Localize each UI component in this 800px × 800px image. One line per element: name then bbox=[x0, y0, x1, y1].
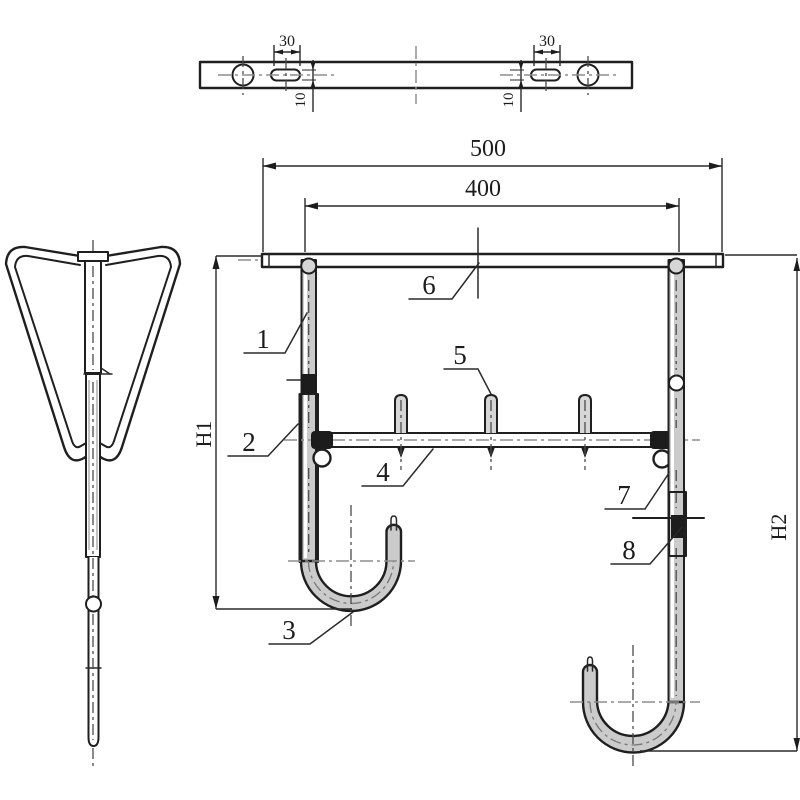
dimension-H2: H2 bbox=[640, 254, 800, 752]
hook-tip-pin bbox=[390, 515, 398, 531]
left-clamp-detail bbox=[301, 374, 317, 394]
label-text-5: 5 bbox=[453, 340, 467, 370]
dim-text-H2: H2 bbox=[766, 514, 791, 541]
part-label-8: 8 bbox=[610, 526, 683, 565]
clamp-part8-block bbox=[671, 515, 684, 538]
left-elbow-joint bbox=[311, 431, 333, 449]
peg-1 bbox=[394, 394, 408, 470]
label-text-6: 6 bbox=[422, 270, 436, 300]
dimension-400: 400 bbox=[304, 176, 680, 252]
dim-text-500: 500 bbox=[470, 136, 506, 162]
dimension-slot-right-30: 30 bbox=[533, 33, 561, 66]
peg-2 bbox=[484, 394, 498, 470]
wishbone-left-arm-inner bbox=[14, 254, 94, 449]
right-rod-dome-cap bbox=[667, 257, 685, 275]
part-label-6: 6 bbox=[408, 262, 480, 300]
left-joint-circle bbox=[312, 448, 332, 468]
part-label-4: 4 bbox=[361, 448, 434, 487]
front-view bbox=[238, 227, 725, 766]
side-view-joint-circle bbox=[85, 595, 102, 613]
peg-3 bbox=[578, 394, 592, 470]
dim-text-30-left: 30 bbox=[279, 33, 295, 50]
dim-text-10-right: 10 bbox=[501, 93, 517, 108]
top-view bbox=[198, 46, 634, 104]
part-label-1: 1 bbox=[243, 312, 308, 354]
part-label-2: 2 bbox=[227, 423, 299, 457]
part-label-7: 7 bbox=[604, 472, 670, 510]
dim-text-400: 400 bbox=[465, 176, 501, 202]
hook-tip-pin bbox=[586, 656, 594, 672]
dim-text-H1: H1 bbox=[191, 421, 216, 448]
side-view bbox=[4, 240, 182, 766]
label-text-3: 3 bbox=[282, 615, 296, 645]
clamp-part8 bbox=[668, 491, 687, 557]
part-label-3: 3 bbox=[268, 611, 354, 645]
dimension-slot-left-30: 30 bbox=[273, 33, 301, 66]
dimension-slot-width-right-10: 10 bbox=[501, 60, 524, 112]
side-view-bar-section bbox=[77, 251, 109, 262]
wishbone-right-arm-inner bbox=[92, 254, 172, 449]
label-text-4: 4 bbox=[376, 457, 390, 487]
wishbone-left-arm-outer bbox=[4, 245, 95, 462]
joint-hook-mark bbox=[100, 367, 111, 375]
dimension-slot-width-left-10: 10 bbox=[293, 60, 316, 112]
label-text-7: 7 bbox=[617, 480, 631, 510]
left-hook-part3 bbox=[288, 505, 415, 628]
dimension-500: 500 bbox=[262, 136, 723, 252]
dim-text-30-right: 30 bbox=[539, 33, 555, 50]
dim-text-10-left: 10 bbox=[293, 93, 309, 108]
label-text-2: 2 bbox=[242, 427, 256, 457]
wishbone-right-arm-outer bbox=[91, 245, 182, 462]
label-text-1: 1 bbox=[256, 324, 270, 354]
right-rod-joint-circle bbox=[668, 374, 685, 392]
right-hook bbox=[570, 645, 700, 766]
label-text-8: 8 bbox=[622, 535, 636, 565]
top-bar-part6 bbox=[260, 252, 725, 269]
part-label-5: 5 bbox=[443, 340, 492, 395]
left-rod-dome-cap bbox=[300, 257, 318, 275]
bar-end-caps bbox=[268, 253, 717, 268]
dimension-H1: H1 bbox=[191, 255, 352, 610]
sleeve-bore-lines bbox=[88, 380, 98, 550]
